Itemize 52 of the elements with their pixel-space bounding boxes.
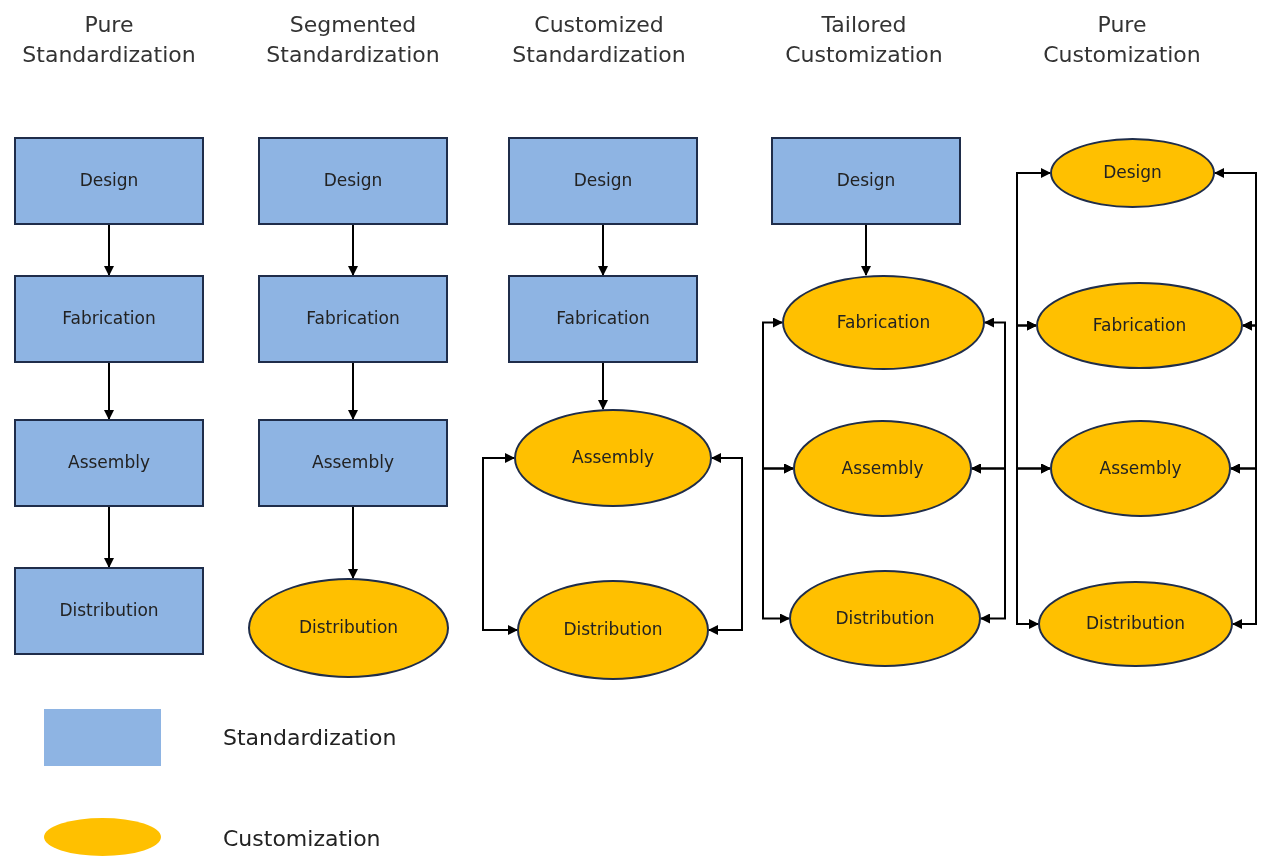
node-label: Assembly: [572, 446, 654, 470]
node-label: Design: [573, 169, 633, 193]
arrow: [1230, 463, 1257, 629]
arrow: [104, 224, 114, 276]
process-box: [14, 137, 204, 225]
arrow: [598, 224, 608, 276]
node-label: Fabrication: [62, 307, 156, 331]
node-label: Fabrication: [306, 307, 400, 331]
node-label: Fabrication: [836, 310, 931, 334]
node-label: Design: [1103, 161, 1162, 185]
arrow: [348, 224, 358, 276]
node-label: Distribution: [59, 599, 159, 623]
process-box: [258, 275, 448, 363]
column-title: Segmented Standardization: [265, 11, 441, 69]
node-label: Design: [79, 169, 139, 193]
node-label: Assembly: [68, 451, 150, 475]
process-box: [14, 275, 204, 363]
node-label: Distribution: [563, 618, 663, 642]
node-label: Distribution: [298, 616, 399, 640]
arrow: [708, 453, 743, 635]
process-box: [508, 275, 698, 363]
process-box: [258, 419, 448, 507]
arrow: [104, 362, 114, 420]
arrow: [348, 506, 358, 579]
node-label: Distribution: [1085, 612, 1186, 636]
process-box: [508, 137, 698, 225]
node-label: Design: [323, 169, 383, 193]
arrow: [762, 463, 794, 624]
column-title: Pure Customization: [1042, 11, 1202, 69]
node-label: Distribution: [835, 606, 935, 630]
process-box: [258, 137, 448, 225]
column-title: Tailored Customization: [784, 11, 944, 69]
process-box: [771, 137, 961, 225]
arrow: [482, 453, 518, 635]
legend-label: Customization: [223, 825, 381, 853]
column-title: Customized Standardization: [511, 11, 687, 69]
column-title: Pure Standardization: [21, 11, 197, 69]
node-label: Assembly: [1099, 456, 1182, 480]
arrow: [1016, 463, 1051, 629]
node-label: Fabrication: [556, 307, 650, 331]
legend-label: Standardization: [223, 724, 397, 752]
arrow: [861, 224, 871, 276]
process-box: [14, 419, 204, 507]
arrow: [348, 362, 358, 420]
node-label: Fabrication: [1092, 313, 1187, 337]
arrow: [104, 506, 114, 568]
node-label: Assembly: [841, 456, 924, 480]
node-label: Design: [836, 169, 896, 193]
node-label: Assembly: [312, 451, 394, 475]
arrow: [971, 463, 1006, 624]
process-box: [14, 567, 204, 655]
arrow: [598, 362, 608, 410]
